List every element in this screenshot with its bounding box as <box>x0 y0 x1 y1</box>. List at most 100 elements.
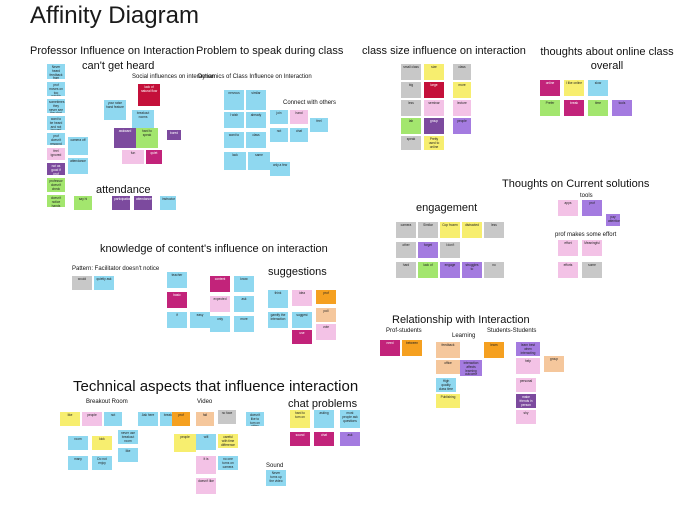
sticky-note: Similar <box>418 222 438 238</box>
heading-pattern: Pattern: Facilitator doesn't notice <box>72 266 160 272</box>
sticky-note: other <box>396 242 416 258</box>
heading-prof-effort: prof makes some effort <box>555 232 617 238</box>
sticky-note: suggest <box>292 312 312 328</box>
sticky-note: office <box>436 360 460 374</box>
heading-thoughts-online: thoughts about online class overall <box>540 46 674 72</box>
sticky-note: break <box>564 100 584 116</box>
sticky-note: people <box>453 118 471 134</box>
sticky-note: less <box>484 222 504 238</box>
heading-cant-get-heard: can't get heard <box>82 60 155 72</box>
sticky-note: Prefer <box>540 100 560 116</box>
sticky-note: ask <box>340 432 360 446</box>
sticky-note: fun <box>122 150 144 164</box>
sticky-note: room <box>68 436 88 450</box>
sticky-note: lab <box>401 118 421 134</box>
sticky-note: Never heard feedback from professors <box>47 64 65 79</box>
sticky-note: doesn't like to turn on video <box>246 412 264 426</box>
sticky-note: speak <box>401 136 421 150</box>
sticky-note: interaction affects learning outcome <box>460 360 482 376</box>
sticky-note: vote <box>316 324 336 340</box>
sticky-note: people <box>82 412 102 426</box>
sticky-note: idea <box>292 290 312 306</box>
sticky-note: bored <box>167 130 181 140</box>
sticky-note: Cop frozen <box>440 222 460 238</box>
heading-relationship: Relationship with Interaction <box>392 314 530 326</box>
sticky-note: camera off <box>68 137 88 155</box>
sticky-note: poll <box>316 308 336 322</box>
sticky-note: chat <box>290 128 308 142</box>
sticky-note: apps <box>558 200 578 216</box>
sticky-note: easy <box>190 312 210 328</box>
sticky-note: want to be heard and not ignored <box>47 116 65 130</box>
heading-breakout: Breakout Room <box>86 399 128 405</box>
heading-technical: Technical aspects that influence interac… <box>73 378 359 395</box>
sticky-note: Publishing <box>436 394 460 408</box>
heading-professor-influence: Professor Influence on Interaction <box>30 45 195 57</box>
sticky-note: less <box>401 100 421 116</box>
sticky-note: effort <box>558 240 578 256</box>
sticky-note: teacher <box>167 272 187 288</box>
sticky-note: nervous <box>224 90 244 110</box>
sticky-note: professor doesn't check <box>47 178 65 192</box>
sticky-note: awkward <box>114 128 136 148</box>
sticky-note: basic <box>167 292 187 308</box>
sticky-note: Ask here <box>138 412 158 426</box>
heading-tools: tools <box>580 193 593 199</box>
sticky-note: I wish <box>224 112 244 128</box>
sticky-note: feel ignored <box>47 148 65 160</box>
sticky-note: not <box>270 128 288 142</box>
sticky-note: doesn't like <box>196 478 216 494</box>
sticky-note: High quality class time <box>436 378 456 392</box>
sticky-note: prof <box>582 200 602 216</box>
sticky-note: if <box>167 312 187 328</box>
heading-chat: chat problems <box>288 398 358 410</box>
sticky-note: gamify the interaction <box>268 312 288 328</box>
sticky-note: learn <box>484 342 504 358</box>
sticky-note: would <box>72 276 92 290</box>
sticky-note: participation <box>112 196 130 210</box>
sticky-note: more <box>234 316 254 332</box>
sticky-note: only a few <box>270 162 290 176</box>
sticky-note: camera <box>396 222 416 238</box>
sticky-note: never use breakout room <box>118 430 138 444</box>
sticky-note: people <box>174 434 196 452</box>
sticky-note: quietly ask <box>94 276 114 290</box>
sticky-note: sometimes they never see the chat <box>47 99 65 113</box>
sticky-note: use <box>292 330 312 344</box>
sticky-note: similar <box>246 90 266 110</box>
sticky-note: only <box>210 316 230 332</box>
sticky-note: sound <box>290 432 310 446</box>
sticky-note: careful with time difference <box>218 434 238 448</box>
sticky-note: chat <box>314 432 334 446</box>
sticky-note: size <box>424 64 444 80</box>
sticky-note: instructor <box>160 196 176 210</box>
sticky-note: attendance <box>68 158 88 174</box>
sticky-note: some <box>582 262 602 278</box>
sticky-note: fail <box>196 412 214 426</box>
sticky-note: say hi <box>74 196 92 210</box>
heading-video: Video <box>197 399 213 405</box>
sticky-note: It is <box>196 456 216 474</box>
sticky-note: I don't <box>440 242 460 258</box>
sticky-note: class <box>453 64 471 80</box>
sticky-note: help <box>516 358 540 374</box>
page-title: Affinity Diagram <box>30 2 199 29</box>
sticky-note: engage <box>440 262 460 278</box>
sticky-note: slow <box>588 80 608 96</box>
sticky-note: same <box>248 152 270 170</box>
sticky-note: feedback <box>436 342 460 358</box>
sticky-note: prof <box>172 412 190 426</box>
sticky-note: prof doesn't respond <box>47 133 65 145</box>
sticky-note: like <box>60 412 80 426</box>
heading-learning: Learning <box>452 333 476 339</box>
sticky-note: lack <box>224 152 246 170</box>
sticky-note: hard to speak <box>136 128 158 148</box>
sticky-note: personal <box>516 378 536 392</box>
sticky-note: like <box>118 448 138 462</box>
sticky-note: not as good if prof never hears <box>47 163 65 175</box>
sticky-note: attendance <box>134 196 152 210</box>
sticky-note: efforts <box>558 262 578 278</box>
sticky-note: expected <box>210 296 230 312</box>
sticky-note: struggles to <box>462 262 482 278</box>
sticky-note: prof <box>316 290 336 304</box>
